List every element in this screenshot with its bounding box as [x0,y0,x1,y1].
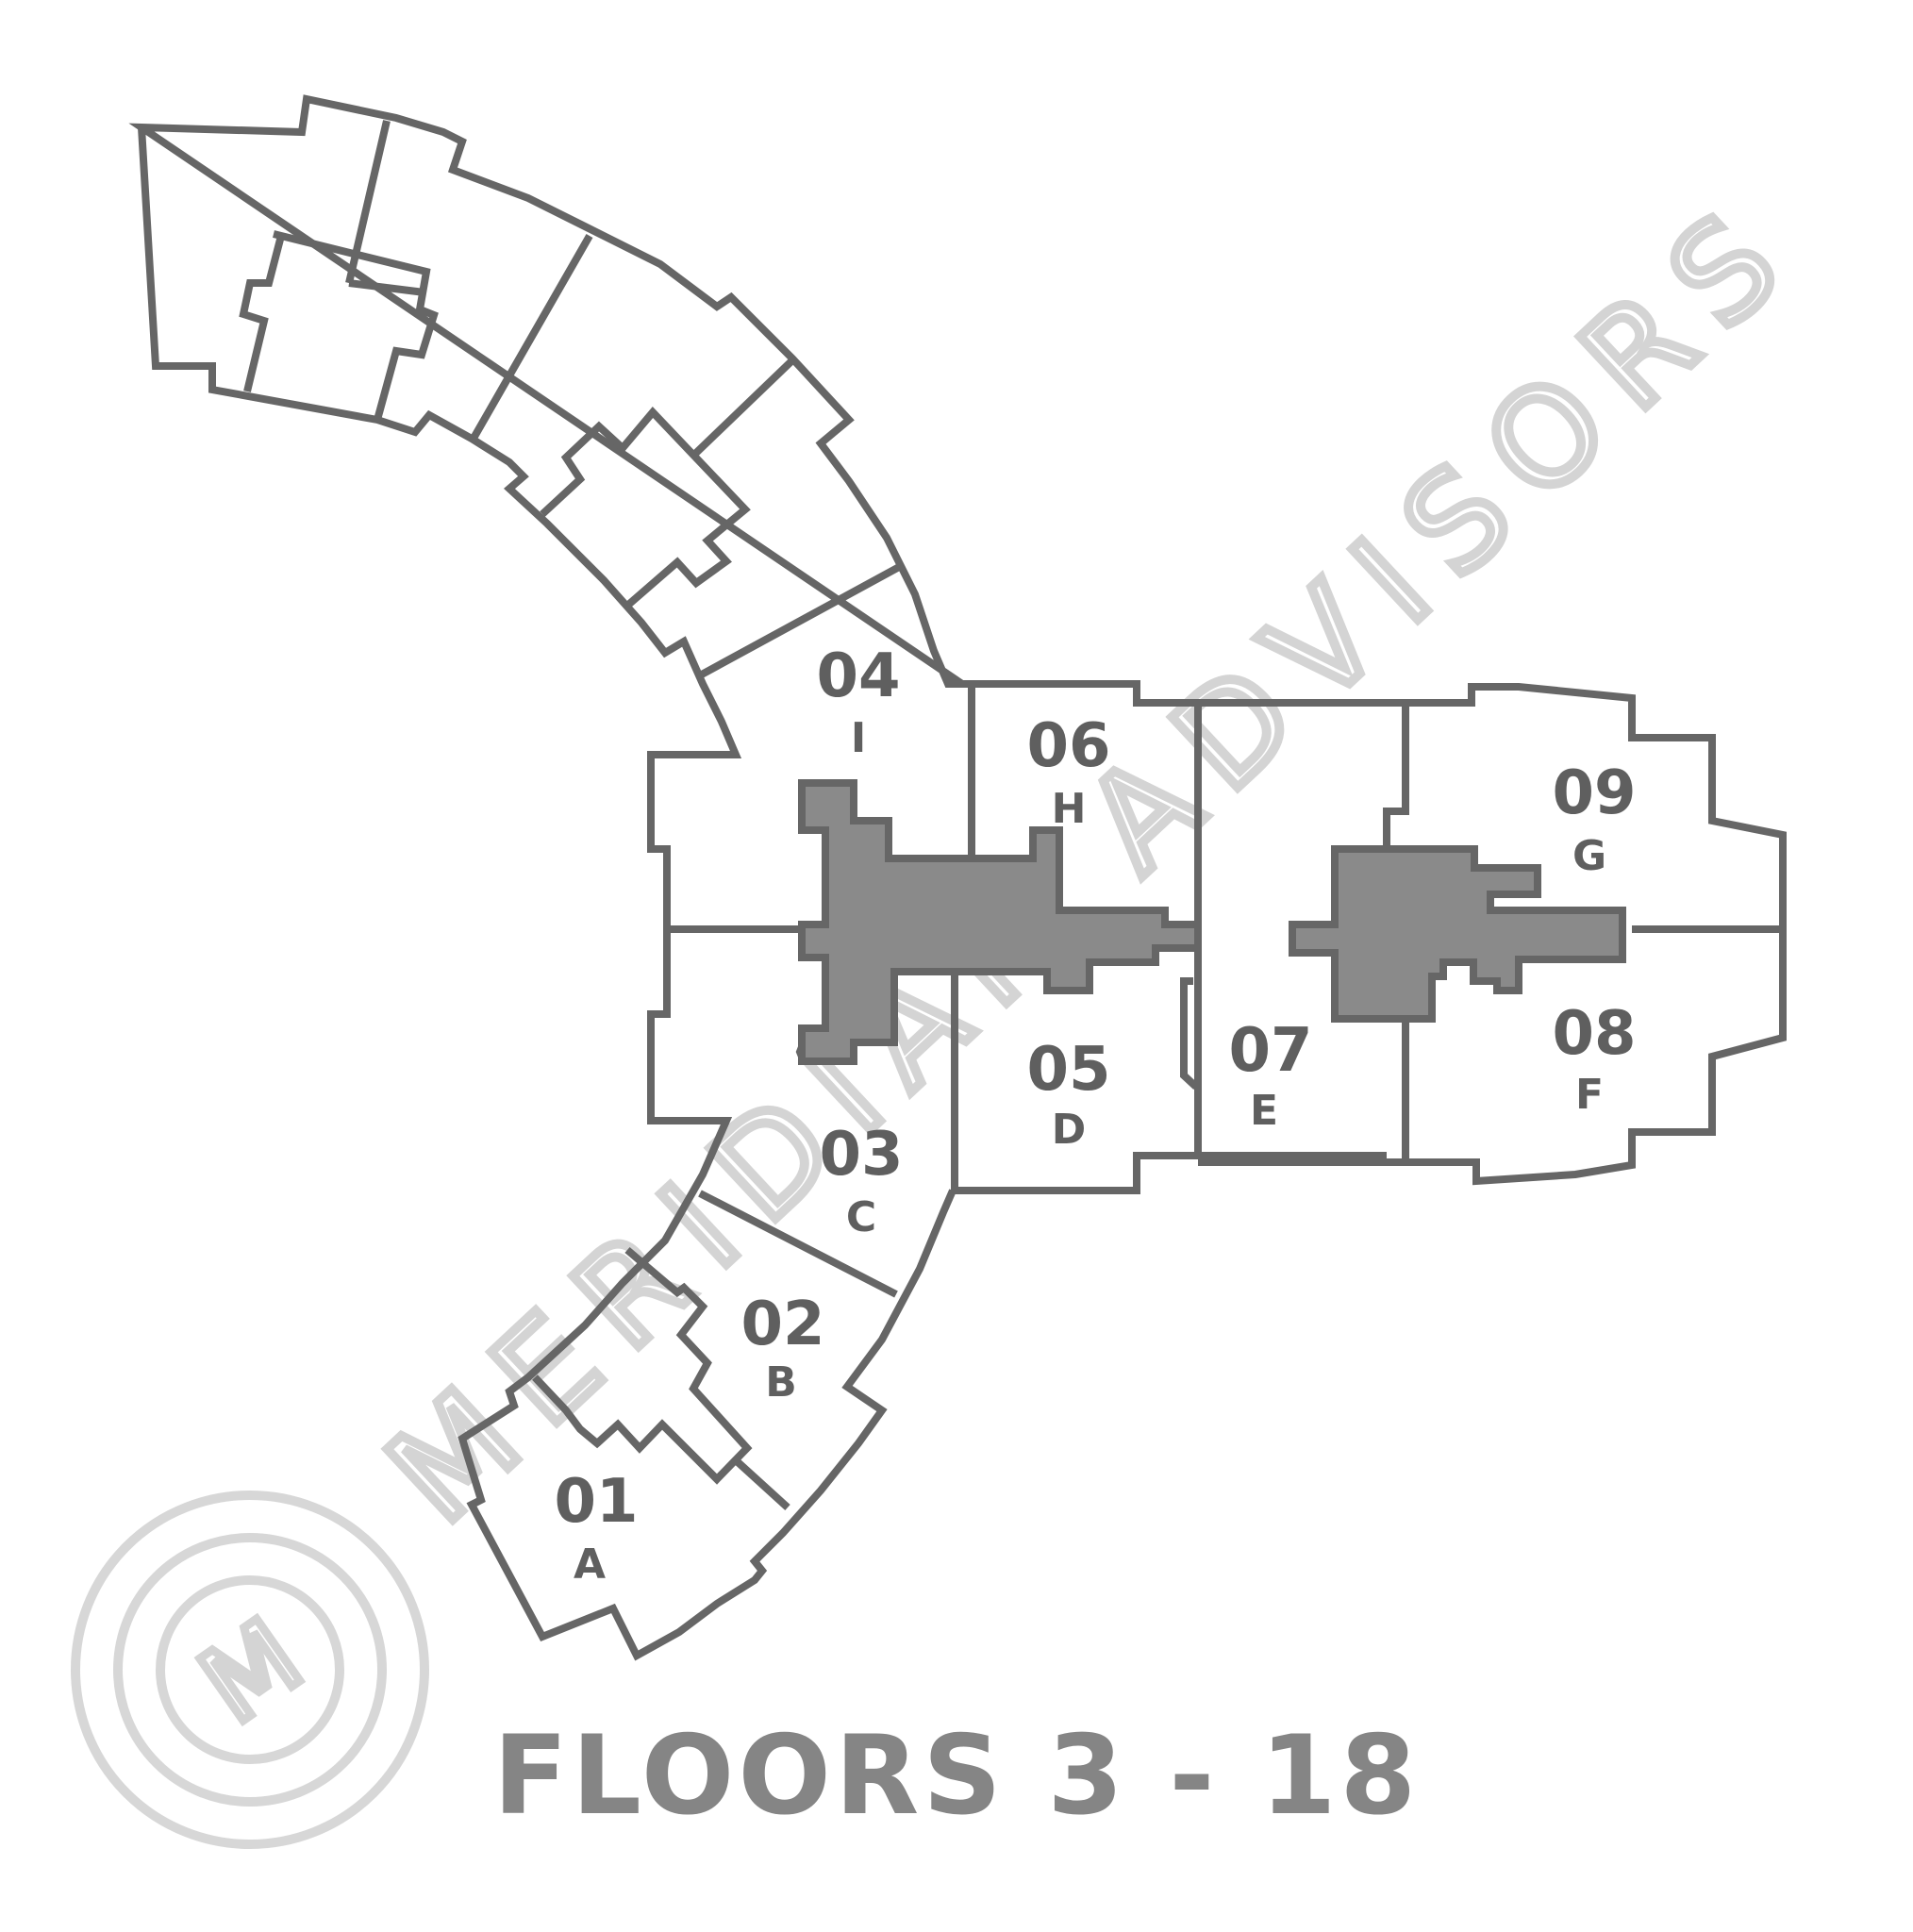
unit-07-label: 07 E [1228,1016,1312,1135]
cores [795,779,1626,1065]
watermark-text: MERIDIAN ADVISORS [360,169,1828,1552]
west-core [795,779,1202,1065]
unit-01-label: 01 A [554,1467,638,1589]
unit-letter: C [846,1193,876,1241]
unit-05-label: 05 D [1026,1035,1110,1154]
unit-letter: A [574,1541,606,1589]
unit-number: 05 [1026,1035,1110,1105]
unit-number: 02 [740,1290,824,1359]
unit-letter: E [1250,1087,1278,1135]
unit-labels: 01 A 02 B 03 C 04 I 05 D 06 H 07 E 08 F [554,641,1636,1589]
unit-letter: D [1052,1106,1087,1154]
unit-03-label: 03 C [819,1120,903,1241]
unit-letter: G [1572,832,1606,880]
unit-letter: I [851,714,866,762]
page-title: FLOORS 3 - 18 [492,1712,1421,1840]
unit-number: 08 [1552,999,1636,1069]
unit-02-label: 02 B [740,1290,824,1407]
unit-number: 04 [816,641,900,711]
unit-letter: B [765,1358,797,1407]
unit-09-label: 09 G [1552,758,1636,880]
unit-number: 03 [819,1120,903,1190]
unit-number: 09 [1552,758,1636,828]
unit-letter: H [1052,785,1087,833]
unit-number: 07 [1228,1016,1312,1086]
unit-08-label: 08 F [1552,999,1636,1119]
west-wing-walls [128,94,975,1661]
east-wing-walls [1198,683,1787,1186]
east-core [1289,845,1626,1023]
unit-06-label: 06 H [1026,711,1110,833]
unit-number: 06 [1026,711,1110,781]
unit-number: 01 [554,1467,638,1537]
unit-04-label: 04 I [816,641,900,762]
unit-letter: F [1575,1071,1604,1119]
